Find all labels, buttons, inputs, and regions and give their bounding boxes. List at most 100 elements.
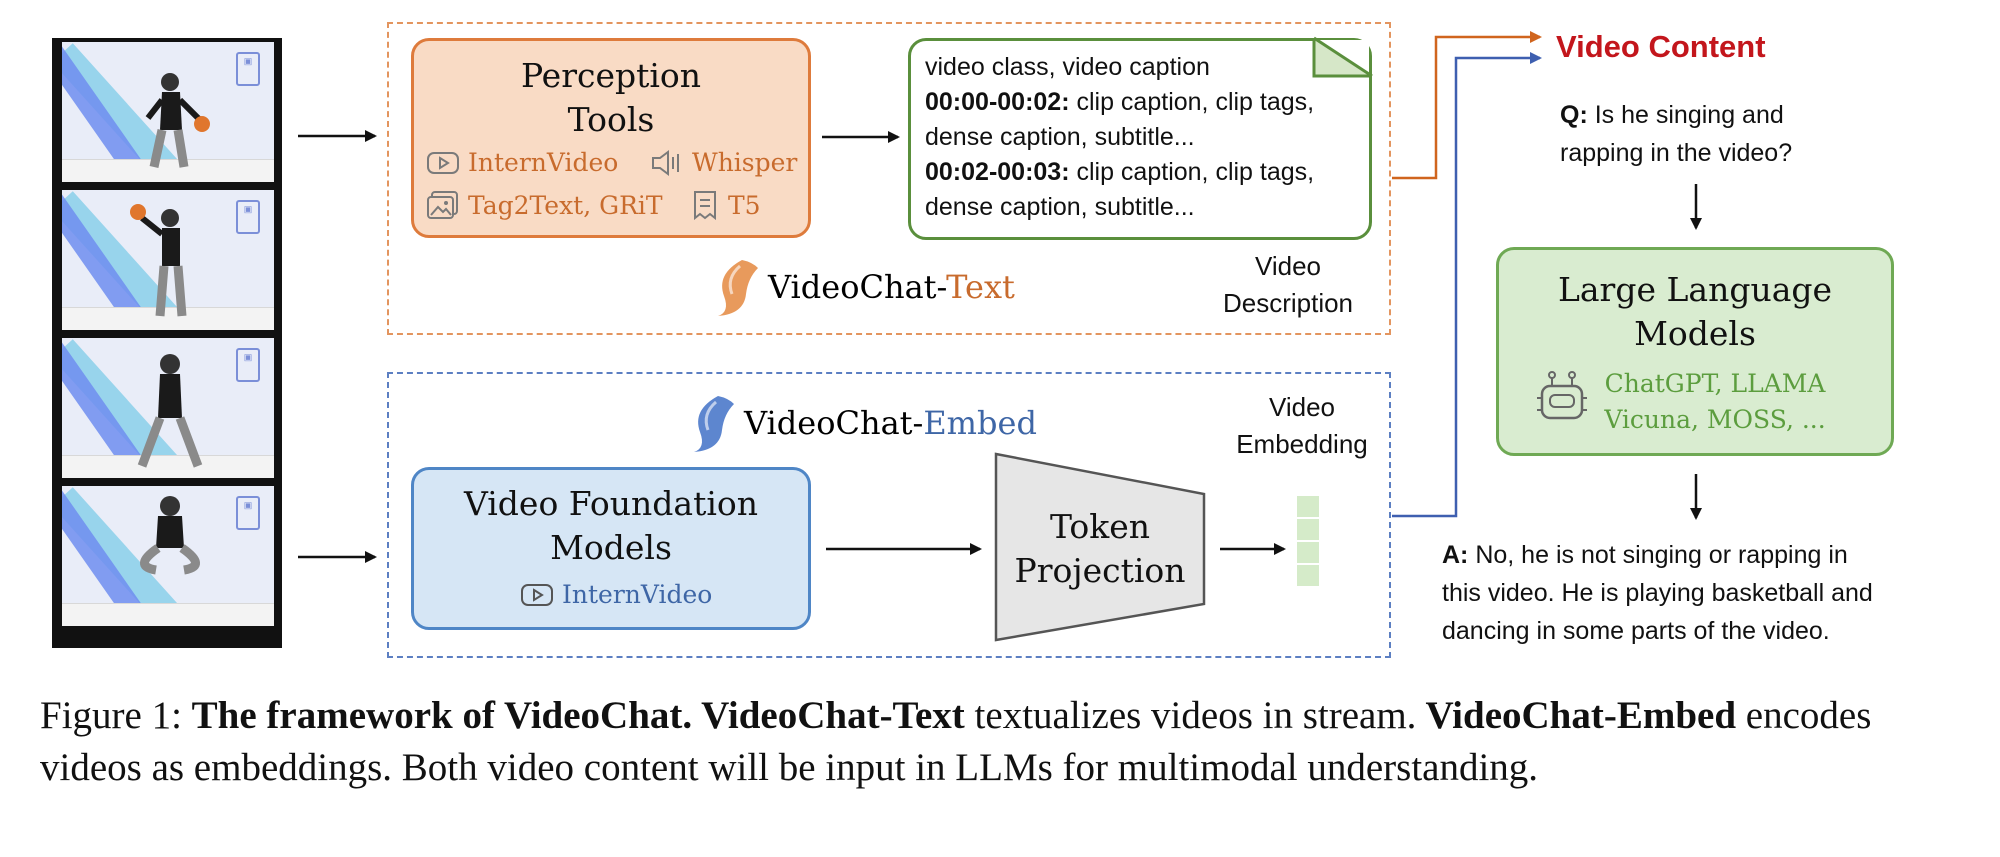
brand-embed-prefix: VideoChat- (744, 404, 924, 442)
video-description-label: Video Description (1178, 248, 1398, 322)
vfm-title-line1: Video Foundation (463, 484, 759, 523)
vfm-title: Video Foundation Models (411, 482, 811, 570)
video-frame-4: ▣ (62, 486, 274, 626)
video-play-icon (521, 583, 553, 606)
embedding-label-line1: Video (1268, 392, 1336, 422)
video-description-text: video class, video caption 00:00-00:02: … (925, 50, 1314, 225)
video-description-box (908, 38, 1372, 240)
videochat-embed-brand: VideoChat-Embed (688, 392, 1037, 454)
vfm-tool-label: InternVideo (562, 580, 713, 609)
answer-text: A: No, he is not singing or rapping in t… (1442, 536, 1873, 650)
llm-box (1496, 247, 1894, 456)
brand-embed-label: VideoChat-Embed (744, 404, 1037, 442)
llm-title-line1: Large Language (1557, 270, 1833, 309)
desc-seg1-line2: dense caption, subtitle... (925, 123, 1195, 151)
caption-bold-videochat-embed: VideoChat-Embed (1416, 694, 1737, 737)
desc-seg2-rest: clip caption, clip tags, (1069, 158, 1315, 186)
caption-text-encodes: encodes videos as embeddings. Both video… (40, 694, 1872, 789)
desc-label-line1: Video (1254, 251, 1322, 281)
videochat-logo-icon (694, 396, 734, 452)
logo-icon: ▣ (236, 200, 260, 234)
desc-line-video-class: video class, video caption (925, 53, 1210, 81)
caption-bold-framework: The framework of VideoChat. (191, 694, 693, 737)
person-dancing-figure (137, 354, 203, 468)
video-frame-2: ▣ (62, 190, 274, 330)
video-foundation-models-box (411, 467, 811, 630)
tool-internvideo-label: InternVideo (468, 148, 619, 177)
vfm-title-line2: Models (550, 528, 672, 567)
videochat-text-panel (387, 22, 1391, 335)
brand-text-prefix: VideoChat- (768, 268, 947, 306)
llm-title: Large Language Models (1496, 268, 1894, 356)
video-frames-strip: ▣ ▣ ▣ (52, 38, 282, 648)
llm-models-line1: ChatGPT, LLAMA (1604, 369, 1826, 398)
logo-icon: ▣ (236, 348, 260, 382)
perception-title-line1: Perception (520, 56, 702, 95)
tool-tag2text-grit-label: Tag2Text, GRiT (468, 190, 663, 220)
caption-bold-videochat-text: VideoChat-Text (692, 694, 965, 737)
logo-icon: ▣ (236, 496, 260, 530)
desc-segment-2: 00:02-00:03: clip caption, clip tags, (925, 155, 1314, 190)
video-play-icon (427, 151, 459, 174)
person-jumping-figure (140, 496, 200, 575)
tool-t5-label: T5 (728, 190, 761, 220)
perception-tools-box (411, 38, 811, 238)
logo-icon: ▣ (236, 52, 260, 86)
speaker-icon (652, 149, 679, 176)
question-text: Q: Is he singing and rapping in the vide… (1560, 96, 1792, 172)
video-frame-1: ▣ (62, 42, 274, 182)
question-line1: Q: Is he singing and (1560, 96, 1792, 134)
tool-internvideo: InternVideo (426, 148, 618, 177)
robot-icon (1537, 371, 1587, 420)
desc-seg2-time: 00:02-00:03: (925, 158, 1070, 186)
answer-prefix: A: (1442, 541, 1469, 569)
caption-text-textualizes: textualizes videos in stream. (964, 694, 1417, 737)
document-icon (694, 191, 716, 220)
tool-t5: T5 (690, 190, 761, 220)
token-projection-line2: Projection (1014, 551, 1186, 590)
token-projection-line1: Token (1049, 507, 1151, 546)
person-spinning-ball-figure (130, 204, 187, 317)
answer-line1-text: No, he is not singing or rapping in (1468, 541, 1848, 569)
llm-models-line2: Vicuna, MOSS, ... (1604, 405, 1826, 434)
answer-line1: A: No, he is not singing or rapping in (1442, 536, 1873, 574)
figure-caption: Figure 1: The framework of VideoChat. Vi… (40, 690, 1970, 794)
embedding-label-line2: Embedding (1236, 429, 1368, 459)
vfm-tool-internvideo: InternVideo (520, 580, 712, 609)
llm-models-list: ChatGPT, LLAMA Vicuna, MOSS, ... (1596, 366, 1834, 438)
desc-segment-1: 00:00-00:02: clip caption, clip tags, (925, 85, 1314, 120)
arrow-embedding-to-content (1392, 52, 1542, 518)
desc-seg1-rest: clip caption, clip tags, (1069, 88, 1315, 116)
question-line2: rapping in the video? (1560, 139, 1793, 167)
tool-tag2text-grit: Tag2Text, GRiT (426, 190, 663, 220)
arrow-description-to-content (1392, 31, 1542, 180)
brand-text-suffix: Text (946, 268, 1015, 306)
person-dribbling-figure (145, 73, 210, 168)
tool-whisper: Whisper (650, 148, 797, 177)
tool-whisper-label: Whisper (692, 148, 798, 177)
videochat-logo-icon (718, 260, 758, 316)
desc-seg1-time: 00:00-00:02: (925, 88, 1070, 116)
token-projection-label: Token Projection (1000, 505, 1200, 593)
videochat-text-brand: VideoChat-Text (712, 256, 1015, 318)
video-content-title: Video Content (1556, 29, 1766, 64)
perception-title-line2: Tools (567, 100, 655, 139)
desc-label-line2: Description (1222, 288, 1354, 318)
video-embedding-label: Video Embedding (1192, 389, 1412, 463)
perception-tools-title: Perception Tools (411, 54, 811, 142)
image-icon (427, 191, 458, 219)
videochat-embed-panel (387, 372, 1391, 658)
question-line1-text: Is he singing and (1587, 101, 1784, 129)
caption-label: Figure 1: (40, 694, 192, 737)
brand-text-label: VideoChat-Text (768, 268, 1015, 306)
answer-line3: dancing in some parts of the video. (1442, 617, 1830, 645)
llm-title-line2: Models (1634, 314, 1756, 353)
answer-line2: this video. He is playing basketball and (1442, 579, 1873, 607)
question-prefix: Q: (1560, 101, 1588, 129)
video-frame-3: ▣ (62, 338, 274, 478)
brand-embed-suffix: Embed (923, 404, 1037, 442)
